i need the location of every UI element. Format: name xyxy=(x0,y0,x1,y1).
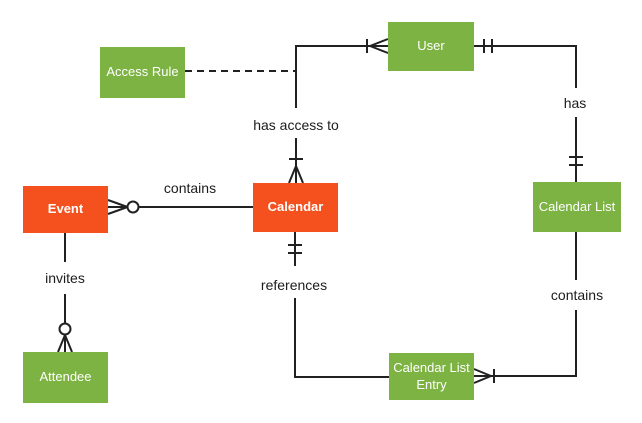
entity-user[interactable]: User xyxy=(388,22,474,71)
double-bar-icon xyxy=(288,244,302,254)
connector-calendar-list-contains-entry xyxy=(473,232,577,384)
connector-calendar-has-access-to-user xyxy=(288,38,389,184)
connector-line xyxy=(294,298,389,378)
zero-ring-icon xyxy=(58,322,72,336)
entity-access-rule[interactable]: Access Rule xyxy=(100,47,185,98)
entity-calendar-list-entry[interactable]: Calendar List Entry xyxy=(389,353,474,400)
relationship-label-invites: invites xyxy=(42,270,88,286)
crowsfoot-zero-or-many-icon xyxy=(107,199,128,215)
double-bar-icon xyxy=(483,39,493,53)
entity-calendar-list[interactable]: Calendar List xyxy=(533,182,621,232)
crowsfoot-many-icon xyxy=(288,165,304,184)
relationship-label-has-access-to: has access to xyxy=(250,117,342,133)
entity-attendee[interactable]: Attendee xyxy=(23,352,108,403)
relationship-label-contains-event-calendar: contains xyxy=(160,180,220,196)
relationship-label-has: has xyxy=(560,95,590,111)
connector-entry-references-calendar xyxy=(288,232,389,378)
connector-line xyxy=(295,45,388,108)
relationship-label-references: references xyxy=(257,277,331,293)
connector-line xyxy=(474,45,577,88)
connector-event-contains-calendar xyxy=(107,199,253,215)
crowsfoot-many-icon xyxy=(473,368,492,384)
zero-ring-icon xyxy=(126,200,140,214)
crowsfoot-many-icon xyxy=(57,334,73,353)
connector-event-invites-attendee xyxy=(57,233,73,353)
relationship-label-contains-list-entry: contains xyxy=(547,287,607,303)
entity-calendar[interactable]: Calendar xyxy=(253,183,338,232)
entity-event[interactable]: Event xyxy=(23,186,108,233)
connector-line xyxy=(474,310,577,377)
connector-user-has-calendar-list xyxy=(474,39,583,182)
double-bar-icon xyxy=(569,156,583,166)
crowsfoot-many-icon xyxy=(369,38,389,54)
